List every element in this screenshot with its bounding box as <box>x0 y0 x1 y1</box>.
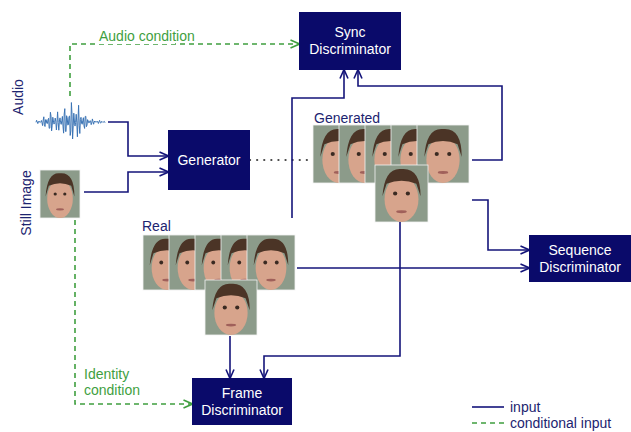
conditional-input-arrow <box>75 220 192 404</box>
illustration-part <box>214 291 247 335</box>
illustration-part <box>254 239 289 265</box>
node-label: Generated <box>314 110 380 126</box>
node-label: Real <box>142 218 171 234</box>
discriminator-box: Sequence Discriminator <box>529 235 631 282</box>
illustration-part <box>54 192 57 195</box>
illustration-part <box>426 137 459 183</box>
dotted-connector <box>250 159 312 161</box>
illustration-part <box>331 152 335 156</box>
input-arrow <box>472 200 529 250</box>
illustration-part <box>226 324 236 327</box>
input-arrow <box>292 70 344 218</box>
illustration-part <box>393 191 397 195</box>
illustration-part <box>159 261 163 265</box>
audio-waveform <box>36 103 105 139</box>
illustration-part <box>409 152 413 156</box>
illustration-part <box>424 129 461 157</box>
illustration-part <box>435 152 439 156</box>
node-label: Audio <box>10 79 27 115</box>
illustration-part <box>185 261 189 265</box>
illustration-part <box>46 173 75 196</box>
face-image <box>40 170 80 218</box>
input-arrow <box>84 172 168 192</box>
illustration-part <box>396 210 407 213</box>
face-image <box>205 280 257 335</box>
illustration-part <box>56 208 64 210</box>
node-label: Sync Discriminator <box>305 24 395 58</box>
illustration-part <box>237 261 241 265</box>
face-image <box>375 165 428 222</box>
input-arrow <box>108 122 168 156</box>
discriminator-box: Frame Discriminator <box>192 378 292 425</box>
input-arrow <box>264 222 400 378</box>
edge-label: Identity condition <box>82 366 160 398</box>
illustration-part <box>212 284 249 310</box>
illustration-part <box>263 261 267 265</box>
illustration-part <box>235 305 239 309</box>
illustration-part <box>406 191 410 195</box>
input-arrow <box>229 336 231 378</box>
edge-label: Audio condition <box>97 28 175 44</box>
illustration-part <box>385 176 419 222</box>
discriminator-box: Sync Discriminator <box>299 12 401 70</box>
illustration-part <box>383 152 387 156</box>
illustration-part <box>382 169 420 196</box>
legend-text: input <box>510 398 540 416</box>
conditional-input-arrow <box>70 44 299 96</box>
generator-box: Generator <box>168 130 250 190</box>
frame-sequence: Real <box>140 218 297 336</box>
illustration-part <box>375 165 428 222</box>
node-label: Still Image <box>18 170 35 235</box>
illustration-part <box>275 261 279 265</box>
illustration-part <box>40 170 80 218</box>
illustration-part <box>256 246 287 290</box>
input-arrow <box>297 267 529 269</box>
still-image-input: Still Image <box>36 168 84 220</box>
audio-input: Audio <box>30 96 108 148</box>
illustration-part <box>223 305 227 309</box>
illustration-part <box>357 152 361 156</box>
illustration-part <box>211 261 215 265</box>
illustration-part <box>438 171 448 174</box>
illustration-part <box>205 280 257 335</box>
illustration-part <box>266 279 276 282</box>
legend-line-sample <box>472 422 504 424</box>
illustration-part <box>63 192 66 195</box>
node-label: Generator <box>177 152 240 169</box>
legend-text: conditional input <box>510 414 611 432</box>
illustration-part <box>447 152 451 156</box>
face-frames <box>40 125 469 335</box>
node-label: Frame Discriminator <box>198 385 286 419</box>
illustration-part <box>47 180 73 218</box>
legend-line-sample <box>472 406 504 408</box>
frame-sequence: Generated <box>312 110 472 222</box>
node-label: Sequence Discriminator <box>535 242 625 276</box>
